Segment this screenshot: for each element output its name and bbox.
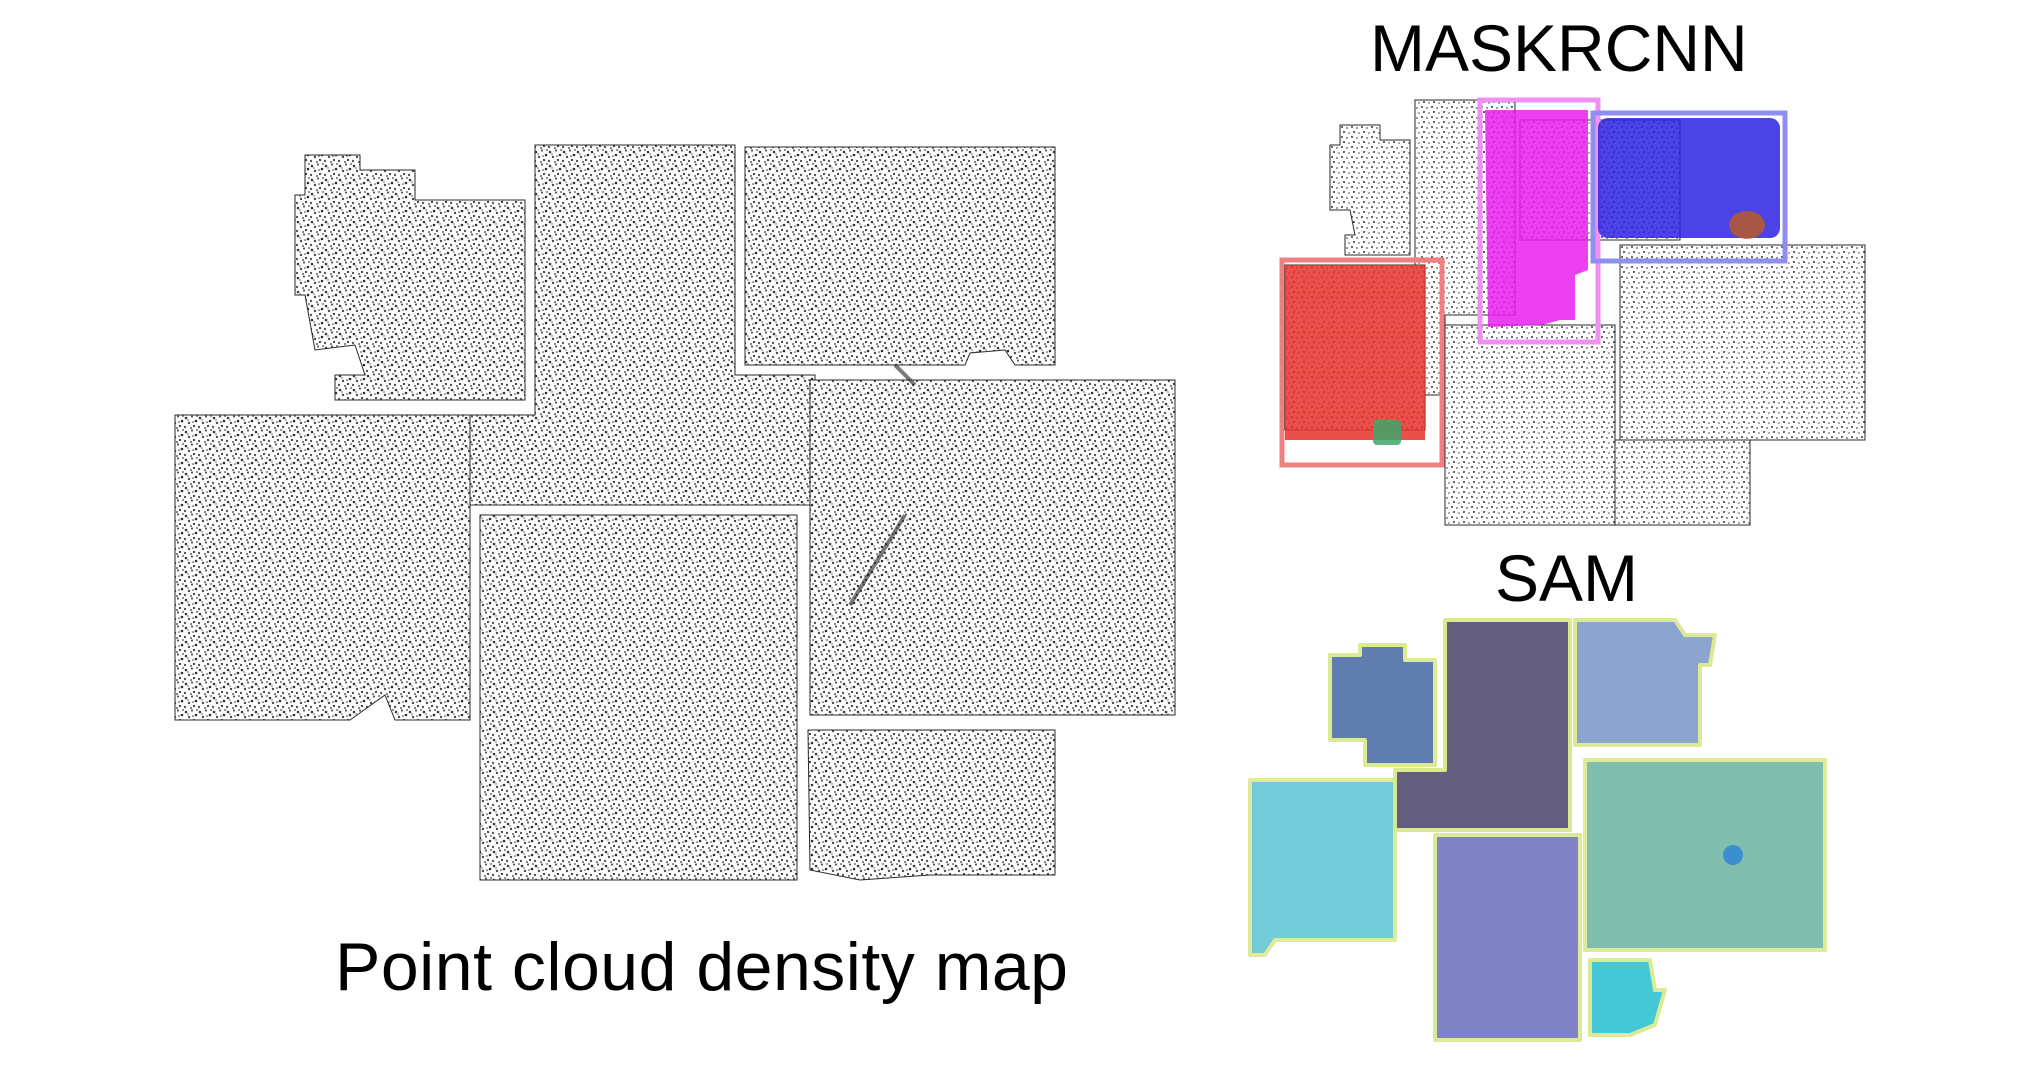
room-upper-right bbox=[744, 146, 1056, 366]
room-top-left bbox=[294, 154, 526, 401]
room-bottom-right bbox=[807, 729, 1056, 881]
brown-instance-mask bbox=[1729, 211, 1765, 239]
room-right bbox=[809, 379, 1176, 716]
mr-room-right bbox=[1619, 244, 1866, 441]
steel-blue-segment bbox=[1328, 643, 1437, 767]
density-streaks bbox=[848, 363, 917, 607]
mr-room-top-left bbox=[1329, 124, 1411, 256]
turquoise-segment bbox=[1588, 958, 1667, 1037]
density-map-caption: Point cloud density map bbox=[335, 929, 1069, 1005]
density-rooms bbox=[174, 144, 1176, 881]
mr-room-center-bottom bbox=[1444, 324, 1616, 526]
green-instance-mask bbox=[1373, 420, 1401, 445]
mr-room-bottom-right bbox=[1614, 439, 1751, 526]
room-center-bottom bbox=[479, 514, 798, 881]
sea-green-segment bbox=[1583, 758, 1827, 952]
periwinkle-segment bbox=[1433, 833, 1582, 1042]
sam-result bbox=[1245, 615, 1900, 1045]
slate-purple-segment bbox=[1393, 618, 1572, 832]
maskrcnn-result bbox=[1270, 95, 1890, 535]
sam-title: SAM bbox=[1495, 541, 1639, 615]
red-instance-mask bbox=[1279, 257, 1445, 468]
light-blue-segment bbox=[1573, 618, 1717, 747]
sam-small-blob bbox=[1723, 845, 1743, 865]
point-cloud-density-map bbox=[170, 135, 1250, 895]
cyan-segment bbox=[1248, 778, 1397, 957]
room-left bbox=[174, 414, 471, 721]
maskrcnn-title: MASKRCNN bbox=[1370, 11, 1748, 85]
magenta-instance-mask bbox=[1477, 97, 1601, 345]
blue-instance-mask bbox=[1590, 110, 1788, 264]
sam-segments bbox=[1248, 618, 1827, 1042]
